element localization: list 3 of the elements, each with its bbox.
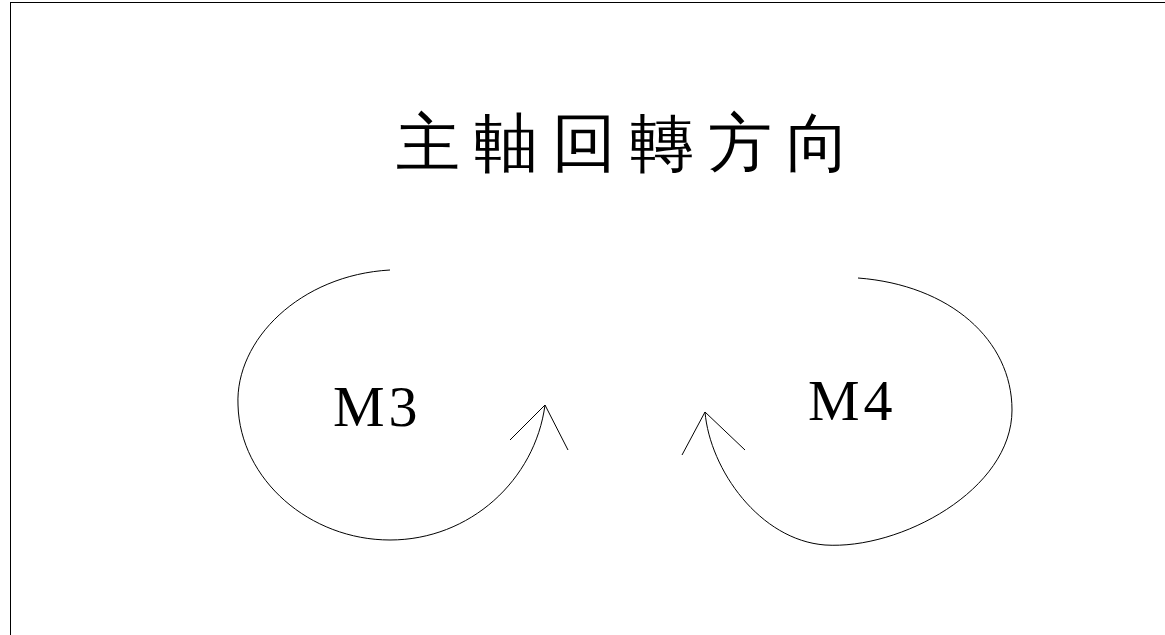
rotation-label: M4 — [808, 372, 897, 430]
title: 主軸回轉方向 — [395, 112, 865, 176]
rotation-label: M3 — [333, 378, 422, 436]
